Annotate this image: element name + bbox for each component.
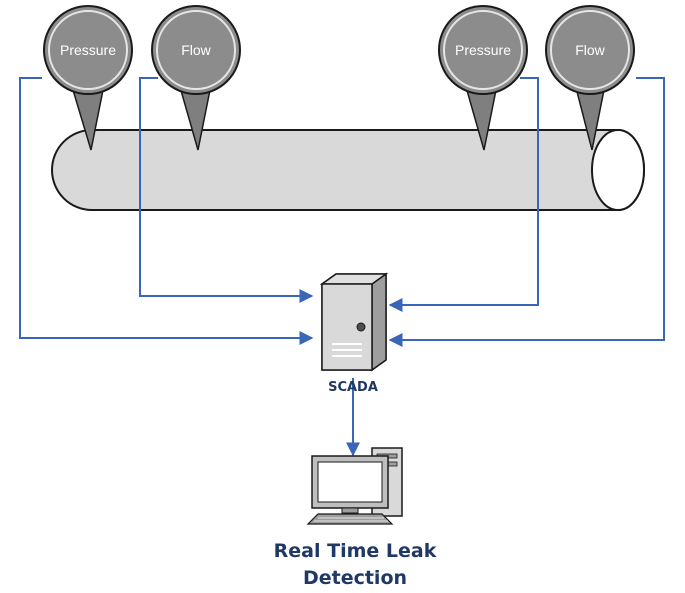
sensor-pressure-1: Pressure: [43, 5, 133, 151]
detection-title-line-2: Detection: [303, 567, 407, 589]
keyboard-icon: [306, 513, 394, 525]
wire-flow-2: [388, 77, 665, 347]
sensor-label: Pressure: [455, 42, 511, 58]
sensor-label: Pressure: [60, 42, 116, 58]
wire-pressure-2: [388, 77, 539, 312]
sensor-flow-1: Flow: [151, 5, 241, 151]
gauge-icon: [545, 5, 635, 95]
detection-title-line-1: Real Time Leak: [274, 540, 437, 562]
gauge-icon: [43, 5, 133, 95]
gauge-icon: [151, 5, 241, 95]
power-button-icon: [356, 322, 366, 332]
sensor-label: Flow: [181, 42, 211, 58]
sensor-pressure-2: Pressure: [438, 5, 528, 151]
wire-pressure-1: [19, 77, 314, 345]
wire-flow-1: [139, 77, 314, 303]
workstation-computer: [306, 447, 403, 525]
signal-wires: [19, 77, 665, 457]
gauge-icon: [438, 5, 528, 95]
scada-server: SCADA: [319, 272, 389, 395]
sensor-flow-2: Flow: [545, 5, 635, 151]
pipeline: [51, 129, 645, 211]
scada-label: SCADA: [328, 380, 378, 395]
pipe-end-opening: [591, 129, 645, 211]
sensor-label: Flow: [575, 42, 605, 58]
